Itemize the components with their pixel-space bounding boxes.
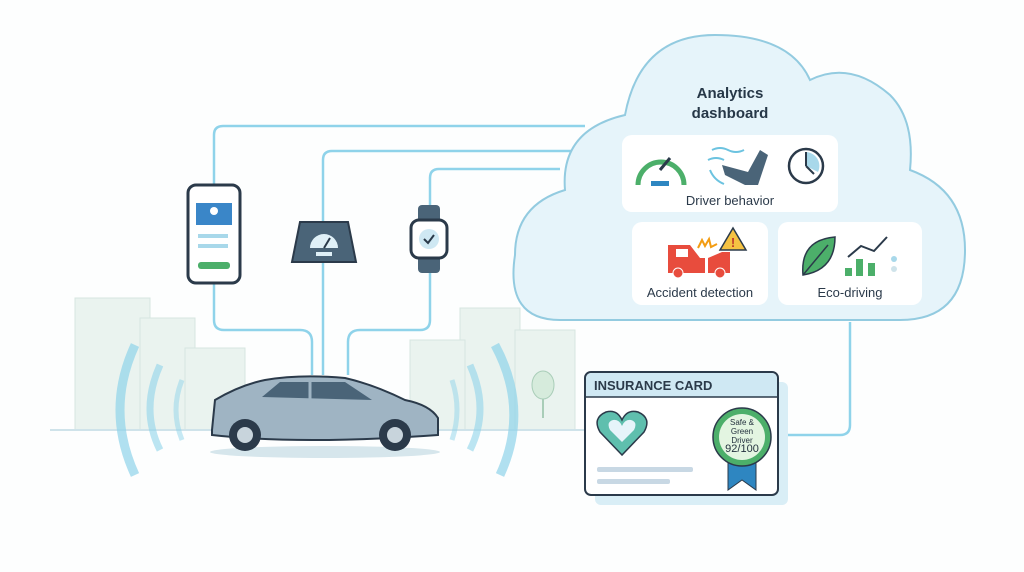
insurance-card <box>584 371 788 505</box>
smartphone-icon <box>186 183 242 285</box>
speedometer-icon <box>635 157 687 186</box>
badge-line3: Driver <box>731 436 753 445</box>
panel-accident-detection-label: Accident detection <box>646 285 754 300</box>
driver-score: 92/100 <box>725 443 759 455</box>
obd-dashboard-device-icon <box>290 221 358 263</box>
signal-waves-icon <box>115 342 519 477</box>
foot-pedal-icon <box>707 147 768 185</box>
badge-line2: Green <box>730 427 754 436</box>
warning-icon: ! <box>718 226 748 251</box>
growth-chart-icon <box>845 236 897 276</box>
leaf-icon <box>802 236 836 276</box>
driver-score-badge: Safe & Green Driver 92/100 <box>717 418 767 455</box>
svg-text:!: ! <box>731 235 735 250</box>
tree-icon <box>531 370 555 418</box>
car-icon <box>210 375 440 458</box>
smartwatch-icon <box>409 205 449 273</box>
insurance-card-title: INSURANCE CARD <box>594 378 713 393</box>
panel-driver-behavior-label: Driver behavior <box>685 193 775 208</box>
cloud-title: Analytics dashboard <box>660 84 800 124</box>
badge-line1: Safe & <box>729 418 754 427</box>
panel-eco-driving-label: Eco-driving <box>817 285 883 300</box>
car-crash-icon <box>668 236 730 279</box>
cloud-title-line2: dashboard <box>691 105 769 122</box>
cloud-title-line1: Analytics <box>696 85 764 102</box>
connection-lines <box>212 124 852 437</box>
timer-icon <box>787 147 825 185</box>
